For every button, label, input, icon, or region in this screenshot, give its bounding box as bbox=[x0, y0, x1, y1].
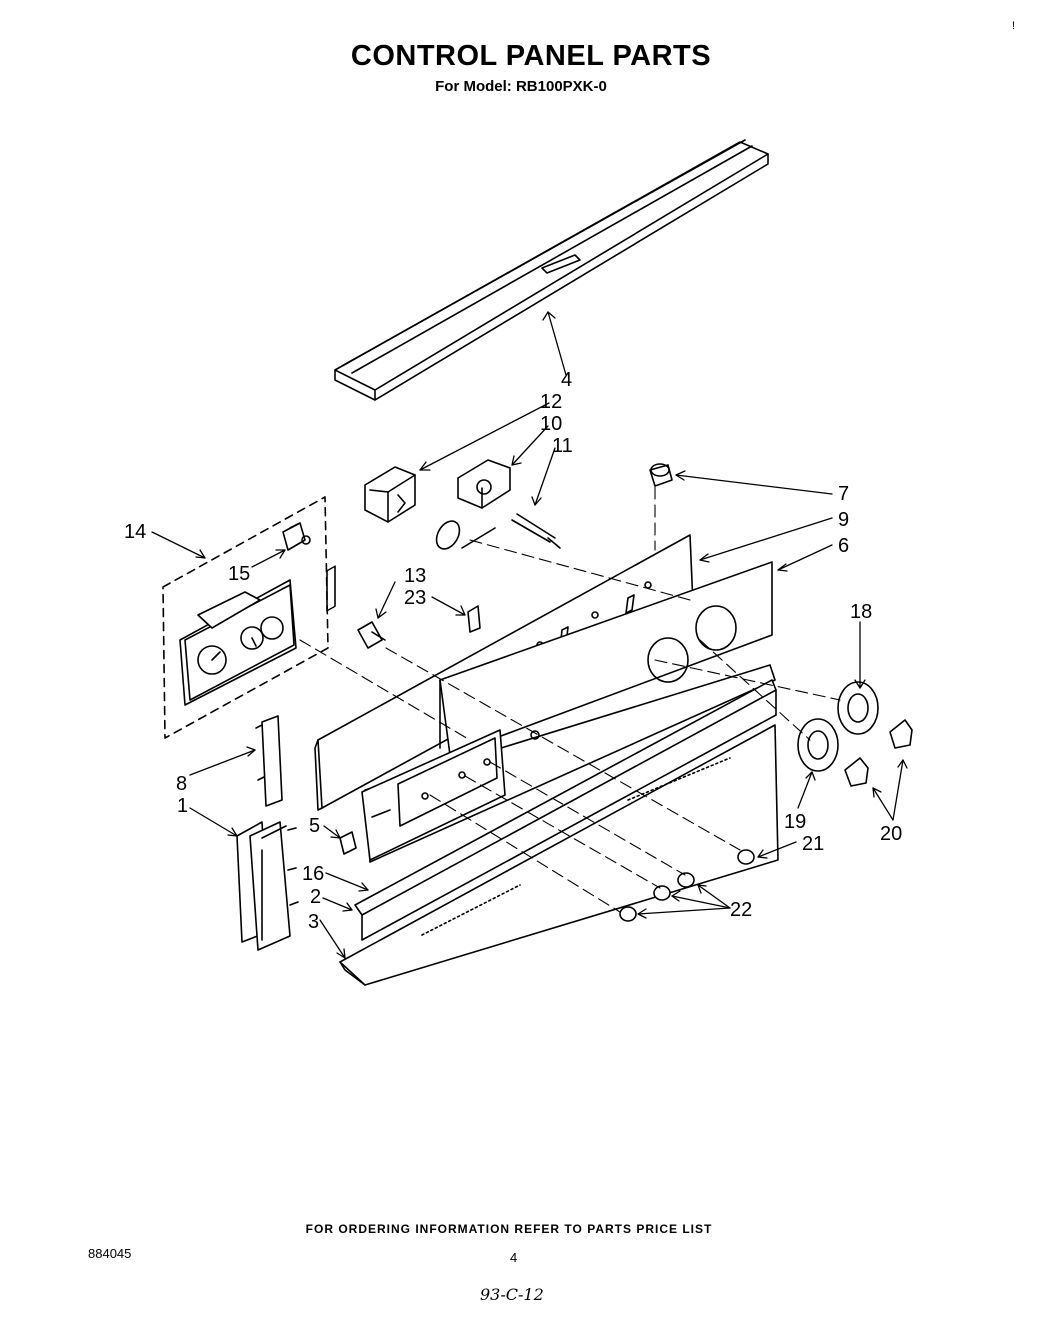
leader-lines bbox=[151, 311, 908, 959]
part-15-clip bbox=[282, 522, 311, 551]
part-20-knob-caps bbox=[844, 719, 913, 787]
callout-22: 22 bbox=[730, 899, 752, 921]
callout-19: 19 bbox=[784, 811, 806, 833]
callout-18: 18 bbox=[850, 601, 872, 623]
callout-13: 13 bbox=[404, 565, 426, 587]
part-4-top-trim bbox=[334, 139, 769, 401]
callout-6: 6 bbox=[838, 535, 849, 557]
callout-15: 15 bbox=[228, 563, 250, 585]
part-18-knob-skirt bbox=[837, 681, 879, 735]
part-1-terminal-block bbox=[236, 821, 299, 951]
callout-14: 14 bbox=[124, 521, 146, 543]
callout-8: 8 bbox=[176, 773, 187, 795]
callout-5: 5 bbox=[309, 815, 320, 837]
callout-1: 1 bbox=[177, 795, 188, 817]
callout-9: 9 bbox=[838, 509, 849, 531]
page-title: CONTROL PANEL PARTS bbox=[350, 40, 712, 72]
callout-3: 3 bbox=[308, 911, 319, 933]
callout-4: 4 bbox=[561, 369, 572, 391]
handwritten-note: 93-C-12 bbox=[480, 1285, 544, 1304]
part-5-block bbox=[339, 831, 357, 855]
model-subtitle: For Model: RB100PXK-0 bbox=[435, 78, 607, 95]
part-12-switch bbox=[364, 466, 416, 523]
callout-12: 12 bbox=[540, 391, 562, 413]
part-10-switch bbox=[457, 459, 511, 509]
corner-mark: ! bbox=[1012, 20, 1016, 32]
part-2-control-panel bbox=[361, 664, 776, 863]
part-6-back-panel bbox=[439, 561, 773, 756]
callout-21: 21 bbox=[802, 833, 824, 855]
page-number: 4 bbox=[510, 1250, 518, 1265]
part-3-bottom-channel bbox=[339, 679, 779, 986]
part-13-23-small-parts bbox=[357, 605, 481, 649]
document-id: 884045 bbox=[88, 1246, 132, 1261]
callout-23: 23 bbox=[404, 587, 426, 609]
part-11-wire bbox=[435, 513, 561, 550]
callout-10: 10 bbox=[540, 413, 562, 435]
callout-numbers: 4 12 10 11 7 9 6 14 15 13 23 18 8 1 5 19… bbox=[124, 369, 902, 933]
part-7-indicator bbox=[649, 463, 673, 487]
part-14-clock-assembly bbox=[162, 496, 329, 739]
part-21-22-nuts bbox=[619, 849, 755, 922]
callout-20: 20 bbox=[880, 823, 902, 845]
callout-11: 11 bbox=[552, 435, 573, 457]
part-8-bracket bbox=[255, 715, 283, 807]
part-19-knob-skirt bbox=[797, 718, 839, 772]
assembly-lines bbox=[299, 486, 841, 913]
callout-2: 2 bbox=[310, 886, 321, 908]
callout-16: 16 bbox=[302, 863, 324, 885]
ordering-note: FOR ORDERING INFORMATION REFER TO PARTS … bbox=[305, 1222, 713, 1236]
callout-7: 7 bbox=[838, 483, 849, 505]
